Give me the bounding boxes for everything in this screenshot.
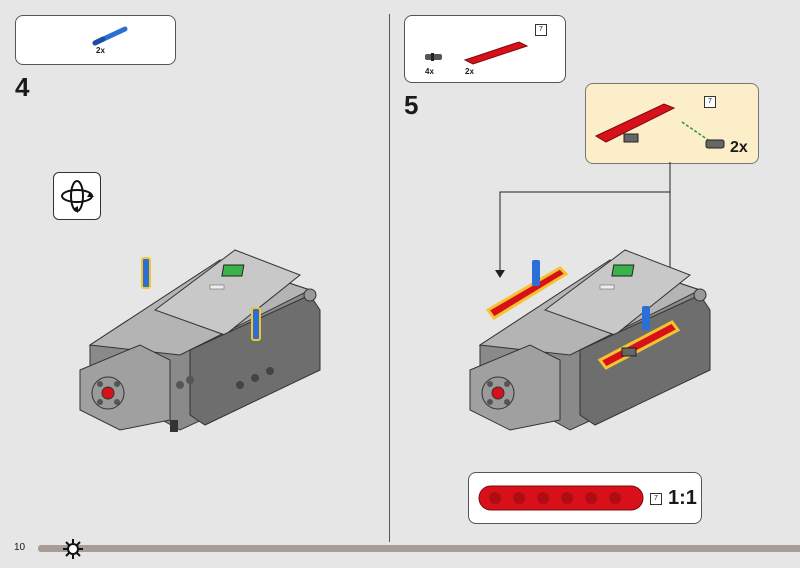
step4-model xyxy=(79,249,321,432)
step-number: 5 xyxy=(404,90,419,120)
red-beam-scale-icon xyxy=(478,485,644,511)
scale-reference-box: 7 1:1 xyxy=(468,472,702,524)
progress-bar xyxy=(38,545,800,552)
page-number: 10 xyxy=(14,542,26,553)
step5-parts-box: 4x 2x 7 xyxy=(404,15,566,83)
step5-model xyxy=(469,249,711,431)
step4-parts-box: 2x xyxy=(15,15,176,65)
rotate-model-icon xyxy=(53,172,101,220)
beam-with-pin-illustration xyxy=(594,103,725,149)
red-beam-icon xyxy=(463,41,529,65)
gear-icon xyxy=(63,539,83,559)
beam-length-ref: 7 xyxy=(650,493,662,505)
blue-axle-pin-icon xyxy=(92,26,128,46)
callout-qty: 2x xyxy=(730,139,748,156)
part-qty: 2x xyxy=(465,67,474,76)
page-divider xyxy=(389,14,390,542)
part-qty: 2x xyxy=(96,46,105,55)
part-qty: 4x xyxy=(425,67,434,76)
step-number: 4 xyxy=(15,72,30,102)
scale-ratio: 1:1 xyxy=(668,487,697,509)
sub-assembly-callout: 7 2x xyxy=(585,83,759,164)
beam-length-ref: 7 xyxy=(704,96,716,108)
beam-length-ref: 7 xyxy=(535,24,547,36)
gray-pin-icon xyxy=(425,53,442,61)
